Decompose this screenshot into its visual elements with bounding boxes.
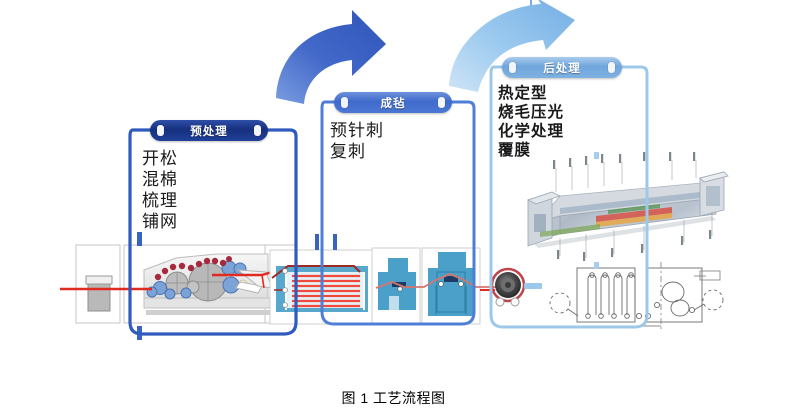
- stage-box-felting: [320, 98, 476, 330]
- web-path-needle-section: [375, 273, 520, 289]
- pill-knob-right: [608, 62, 615, 73]
- machine-carding-line: [60, 244, 300, 324]
- illustration-stenter-3d: [520, 152, 732, 262]
- stage-text-pretreatment: 开松 混棉 梳理 铺网: [142, 149, 178, 231]
- separator-ticks-light: [594, 152, 599, 269]
- stage-header-felting[interactable]: 成毡: [334, 92, 452, 113]
- stage-header-label: 成毡: [380, 97, 406, 110]
- stage-header-pretreatment[interactable]: 预处理: [150, 120, 268, 141]
- pill-knob-right: [438, 97, 445, 108]
- stage-header-label: 预处理: [190, 125, 228, 138]
- pill-knob-left: [341, 97, 348, 108]
- pill-knob-right: [254, 125, 261, 136]
- stage-text-post-treatment: 热定型 烧毛压光 化学处理 覆膜: [498, 85, 565, 159]
- connector-dash: [524, 283, 542, 289]
- schematic-heat-setting-line: [549, 260, 724, 330]
- machine-needle-loom-large: [421, 247, 481, 325]
- stage-box-pretreatment: [128, 126, 298, 338]
- stage-header-label: 后处理: [543, 62, 581, 75]
- pill-knob-left: [509, 62, 516, 73]
- machine-winder-roll: [480, 267, 526, 307]
- figure-caption: 图 1 工艺流程图: [341, 390, 446, 406]
- stage-frame-felting: [320, 100, 476, 326]
- stage-frame-pretreatment: [128, 128, 298, 336]
- stage-text-felting: 预针刺 复刺: [330, 121, 384, 161]
- stage-header-post-treatment[interactable]: 后处理: [502, 57, 622, 78]
- pill-knob-left: [157, 125, 164, 136]
